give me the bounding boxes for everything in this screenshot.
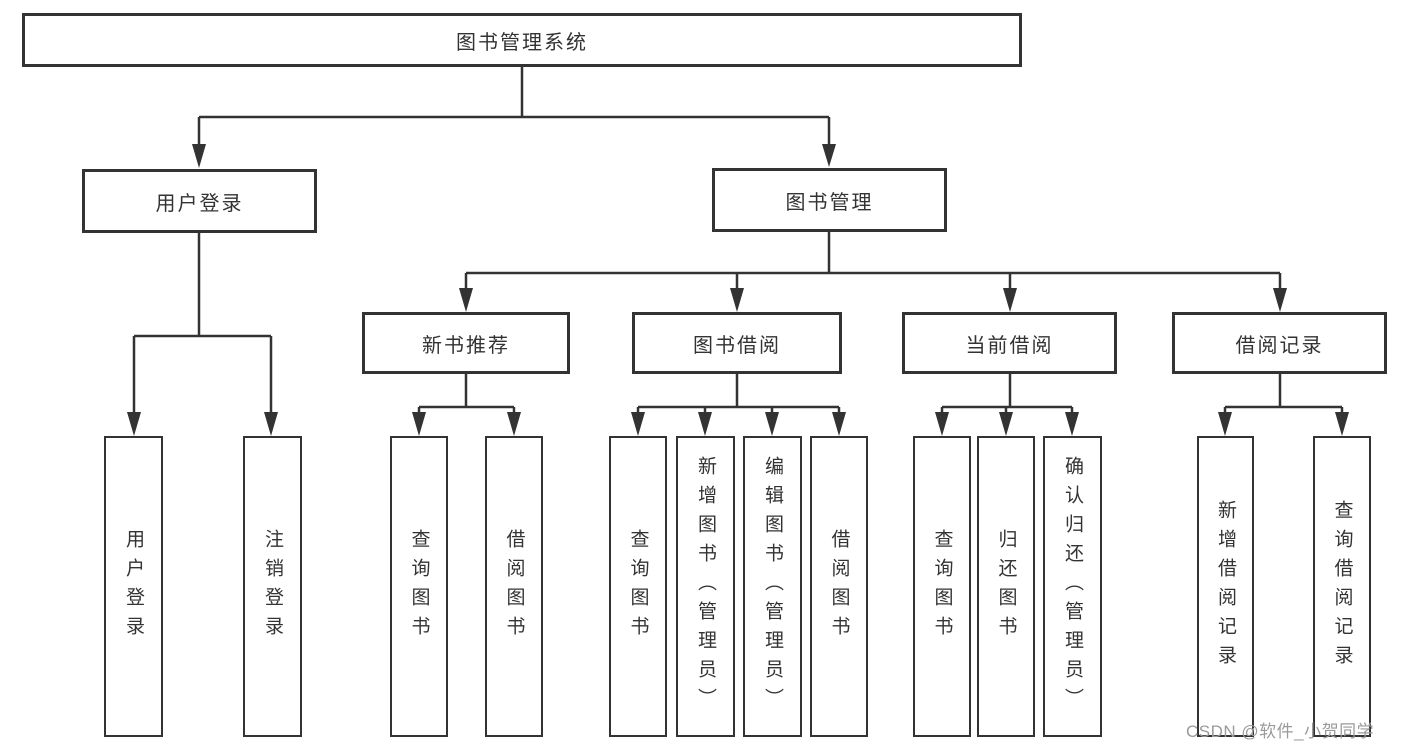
leaf-borrow-book-label: 借阅图书: [828, 528, 850, 645]
node-new-book-recommend-label: 新书推荐: [422, 334, 510, 357]
node-user-login-label: 用户登录: [155, 192, 244, 215]
node-book-borrow-label: 图书借阅: [693, 334, 781, 357]
leaf-borrow-book: 借阅图书: [810, 436, 868, 737]
node-book-management: 图书管理: [712, 168, 947, 232]
node-borrow-record: 借阅记录: [1172, 312, 1387, 374]
leaf-user-login-label: 用户登录: [123, 528, 144, 645]
leaf-add-borrow-record-label: 新增借阅记录: [1215, 499, 1236, 674]
leaf-logout-label: 注销登录: [262, 528, 283, 645]
leaf-logout: 注销登录: [243, 436, 302, 737]
leaf-recommend-borrow-book-label: 借阅图书: [503, 528, 525, 645]
leaf-current-query-book-label: 查询图书: [931, 528, 953, 645]
node-book-management-label: 图书管理: [785, 191, 874, 214]
leaf-query-borrow-record: 查询借阅记录: [1313, 436, 1371, 737]
leaf-add-borrow-record: 新增借阅记录: [1197, 436, 1254, 737]
node-book-borrow: 图书借阅: [632, 312, 842, 374]
leaf-add-book-admin: 新增图书（管理员）: [676, 436, 735, 737]
leaf-recommend-query-book-label: 查询图书: [408, 528, 430, 645]
leaf-edit-book-admin-label: 编辑图书（管理员）: [762, 456, 783, 717]
node-borrow-record-label: 借阅记录: [1235, 334, 1324, 357]
leaf-user-login: 用户登录: [104, 436, 163, 737]
node-user-login: 用户登录: [82, 169, 317, 233]
leaf-borrow-query-book-label: 查询图书: [627, 528, 649, 645]
leaf-edit-book-admin: 编辑图书（管理员）: [743, 436, 802, 737]
leaf-query-borrow-record-label: 查询借阅记录: [1331, 499, 1353, 674]
leaf-confirm-return-admin-label: 确认归还（管理员）: [1062, 456, 1083, 717]
leaf-return-book: 归还图书: [977, 436, 1035, 737]
leaf-add-book-admin-label: 新增图书（管理员）: [695, 456, 716, 717]
leaf-confirm-return-admin: 确认归还（管理员）: [1043, 436, 1102, 737]
csdn-watermark: CSDN @软件_小贺同学: [1186, 722, 1375, 741]
node-root-system: 图书管理系统: [22, 13, 1022, 67]
node-current-borrow: 当前借阅: [902, 312, 1117, 374]
leaf-current-query-book: 查询图书: [913, 436, 971, 737]
node-new-book-recommend: 新书推荐: [362, 312, 570, 374]
leaf-borrow-query-book: 查询图书: [609, 436, 667, 737]
leaf-recommend-borrow-book: 借阅图书: [485, 436, 543, 737]
leaf-return-book-label: 归还图书: [995, 528, 1017, 645]
node-root-system-label: 图书管理系统: [456, 31, 588, 54]
node-current-borrow-label: 当前借阅: [965, 334, 1054, 357]
leaf-recommend-query-book: 查询图书: [390, 436, 448, 737]
